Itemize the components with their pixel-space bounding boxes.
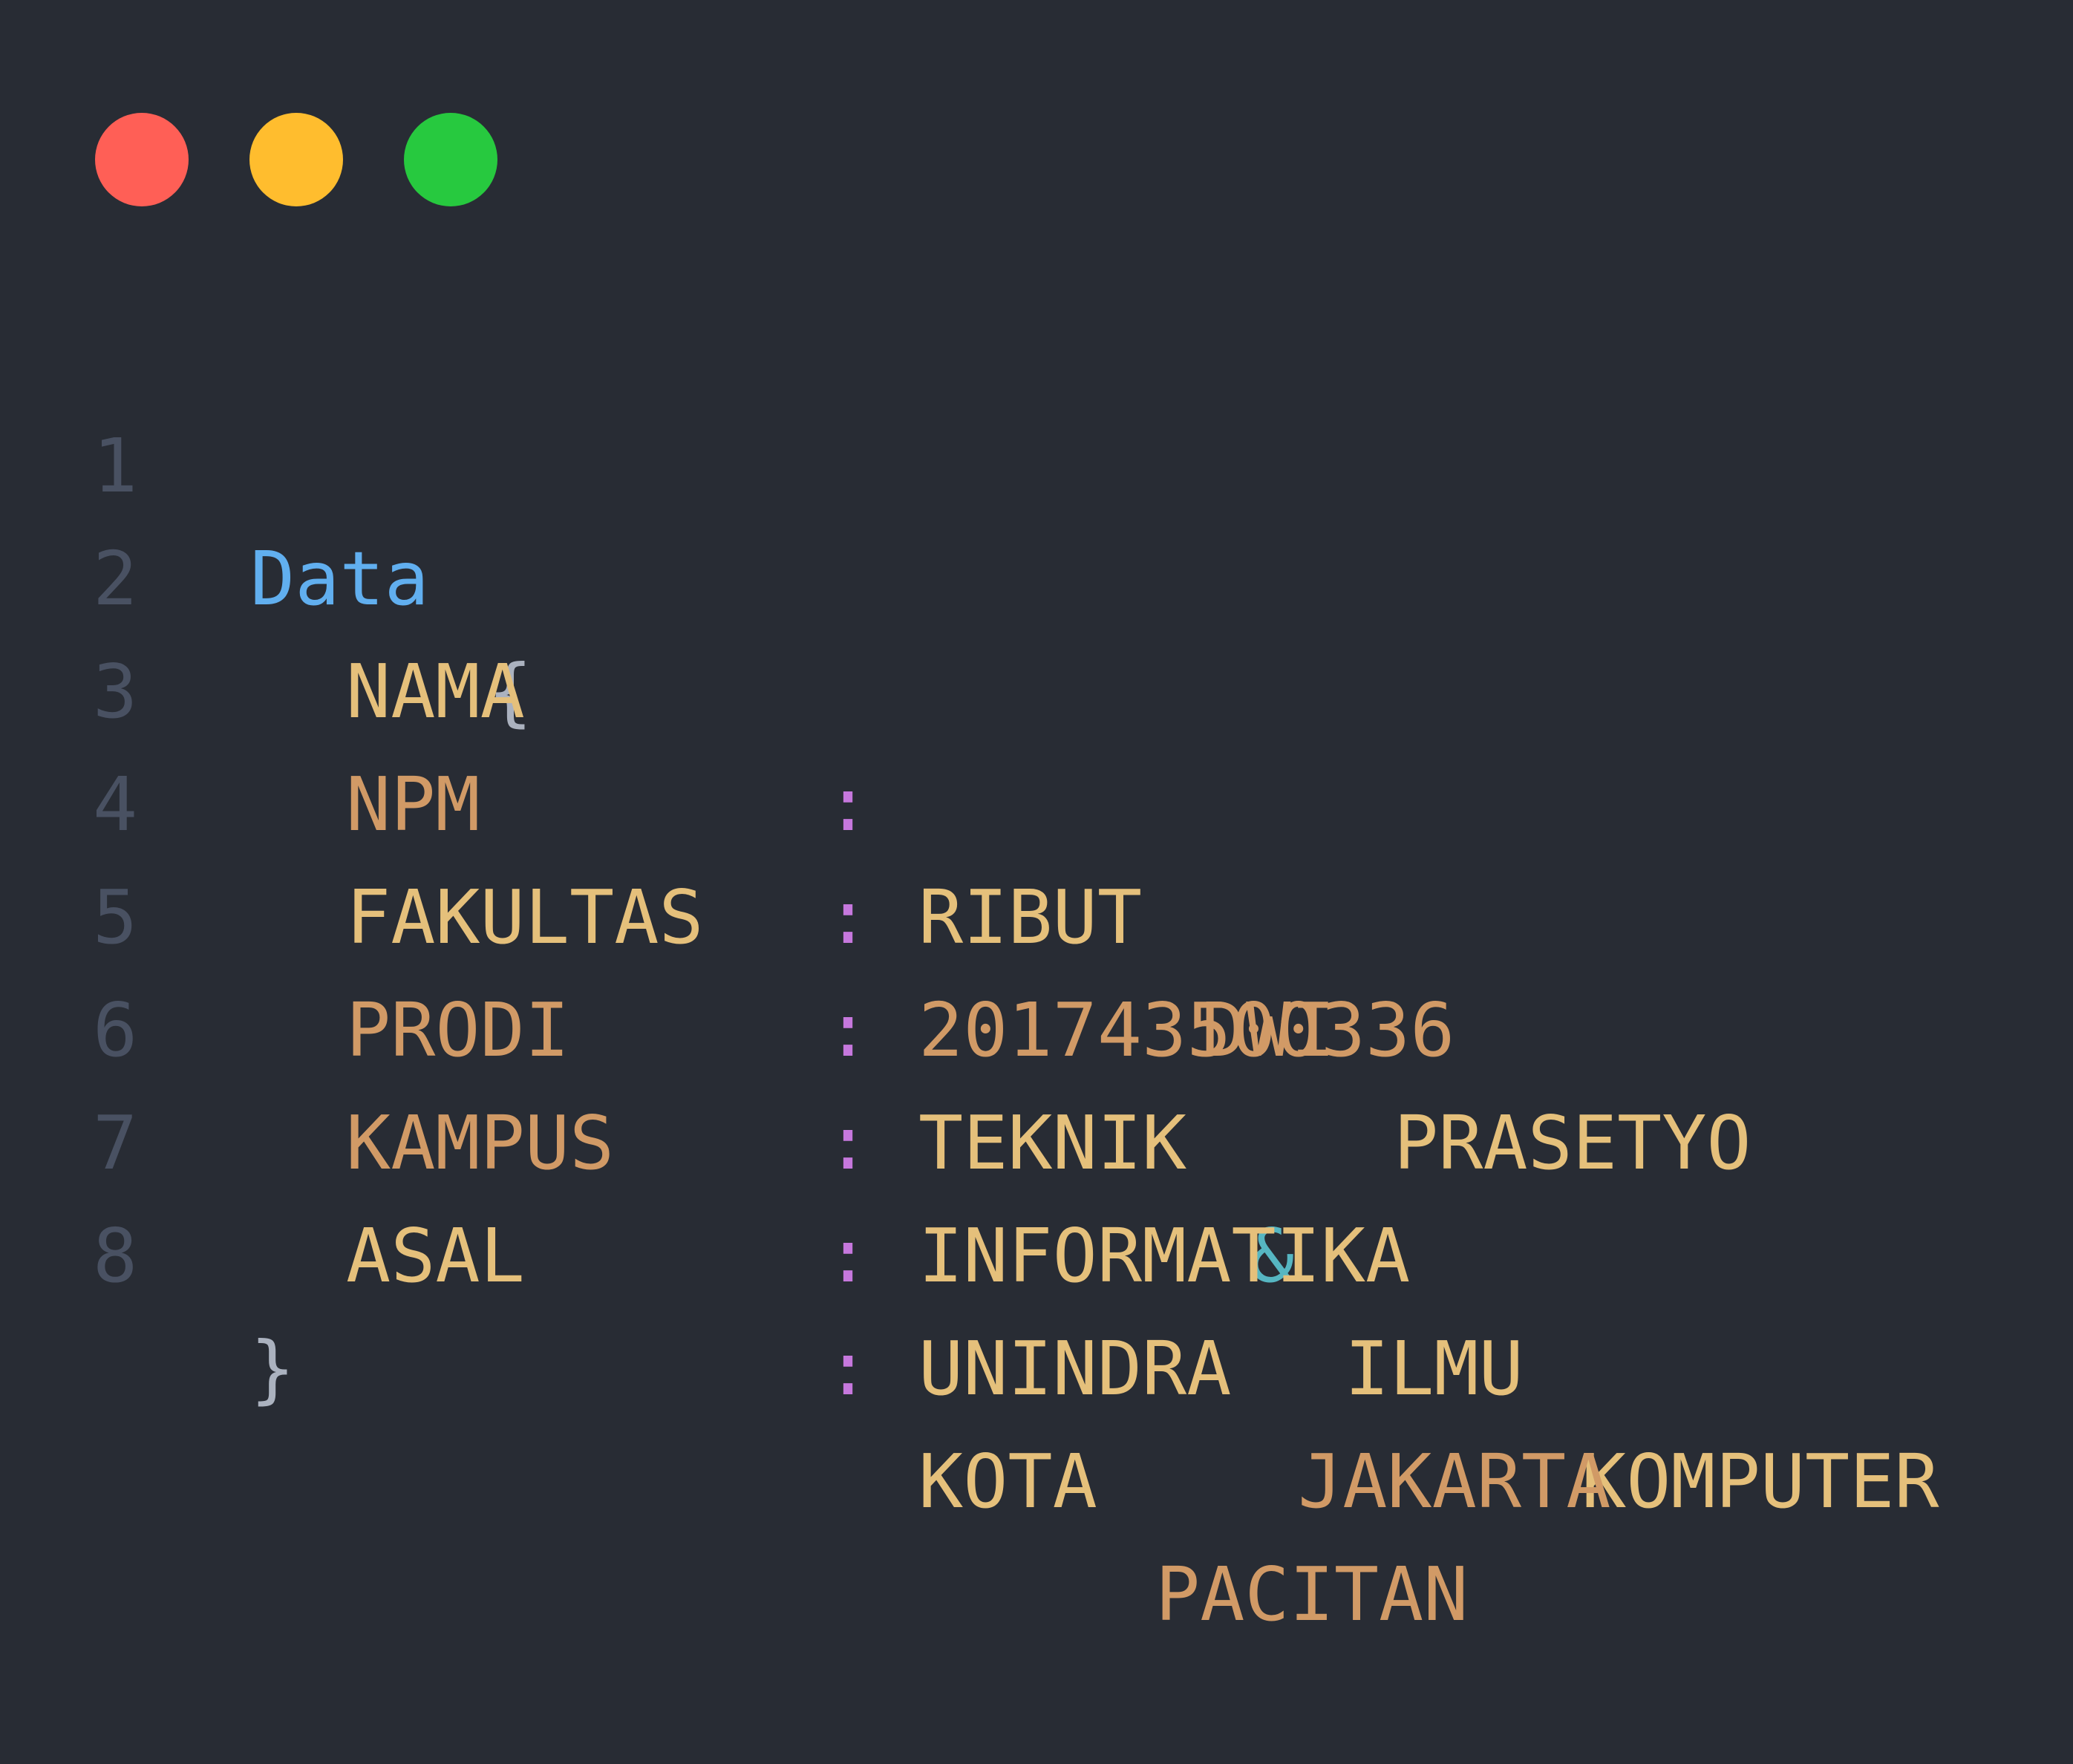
line-number: 1	[93, 422, 138, 509]
field-value-part: PACITAN	[1155, 1551, 1469, 1638]
line-number: 5	[93, 874, 138, 961]
code-line-4: 4 FAKULTAS : TEKNIK & ILMU KOMPUTER	[0, 636, 2073, 1525]
field-value-part: RIBUT	[918, 874, 1143, 961]
field-value-part: KOMPUTER	[1581, 1438, 1939, 1525]
field-key: NAMA	[346, 648, 525, 735]
code-line-2: 2 NAMA : RIBUT DWI PRASETYO	[0, 410, 2073, 1186]
field-separator: :	[826, 987, 871, 1074]
field-value-part: UNINDRA	[918, 1325, 1232, 1412]
code-line-5: 5 PRODI : INFORMATIKA	[0, 748, 2073, 1299]
code-window: 1 Data { 2 NAMA : RIBUT DWI PRASETYO 3 N…	[0, 113, 2073, 1638]
line-number: 2	[93, 535, 138, 622]
line-number: 4	[93, 761, 138, 848]
field-value-part: 201743500336	[918, 987, 1455, 1074]
line-number: 3	[93, 648, 138, 735]
line-number: 7	[93, 1100, 138, 1186]
field-key: KAMPUS	[346, 1100, 615, 1186]
field-key: NPM	[346, 761, 480, 848]
maximize-dot-icon[interactable]	[404, 113, 497, 206]
code-line-8: 8 }	[0, 1087, 2073, 1412]
close-dot-icon[interactable]	[95, 113, 189, 206]
minimize-dot-icon[interactable]	[249, 113, 343, 206]
code-line-6: 6 KAMPUS : UNINDRA JAKARTA	[0, 861, 2073, 1525]
code-line-7: 7 ASAL : KOTA PACITAN	[0, 974, 2073, 1638]
code-line-1: 1 Data {	[0, 297, 2073, 735]
field-key: FAKULTAS	[346, 874, 704, 961]
close-brace: }	[250, 1325, 296, 1412]
code-line-3: 3 NPM : 201743500336	[0, 523, 2073, 1074]
open-brace: {	[488, 648, 533, 735]
field-value-part: JAKARTA	[1298, 1438, 1611, 1525]
field-value-part: KOTA	[918, 1438, 1097, 1525]
field-separator: :	[826, 1100, 871, 1186]
field-value-part: INFORMATIKA	[918, 1212, 1411, 1299]
field-separator: :	[826, 874, 871, 961]
field-key: PRODI	[346, 987, 570, 1074]
field-value-part: DWI	[1201, 987, 1336, 1074]
field-value-part: PRASETYO	[1394, 1100, 1752, 1186]
line-number: 6	[93, 987, 138, 1074]
field-separator: :	[826, 761, 871, 848]
field-key: ASAL	[346, 1212, 525, 1299]
field-value-part: TEKNIK	[918, 1100, 1187, 1186]
field-value-part: &	[1250, 1212, 1295, 1299]
field-separator: :	[826, 1212, 871, 1299]
struct-keyword: Data	[250, 535, 429, 622]
field-value-part: ILMU	[1345, 1325, 1524, 1412]
field-separator: :	[826, 1325, 871, 1412]
line-number: 8	[93, 1212, 138, 1299]
